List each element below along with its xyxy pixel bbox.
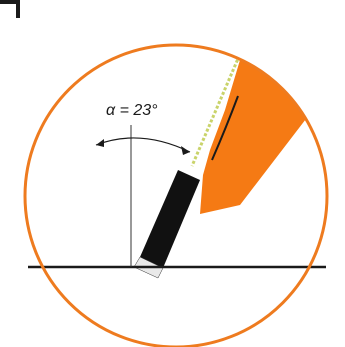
angle-label: α = 23°: [106, 102, 158, 119]
blade-inner-line: [211, 95, 239, 161]
tool-insert: [140, 170, 200, 268]
circle-frame: [23, 43, 329, 347]
arc-arrow-right: [181, 146, 190, 155]
corner-mark: [0, 0, 20, 18]
angle-arc: [95, 137, 191, 153]
serrated-edge: [190, 45, 254, 167]
arc-arrow-left: [96, 139, 104, 147]
